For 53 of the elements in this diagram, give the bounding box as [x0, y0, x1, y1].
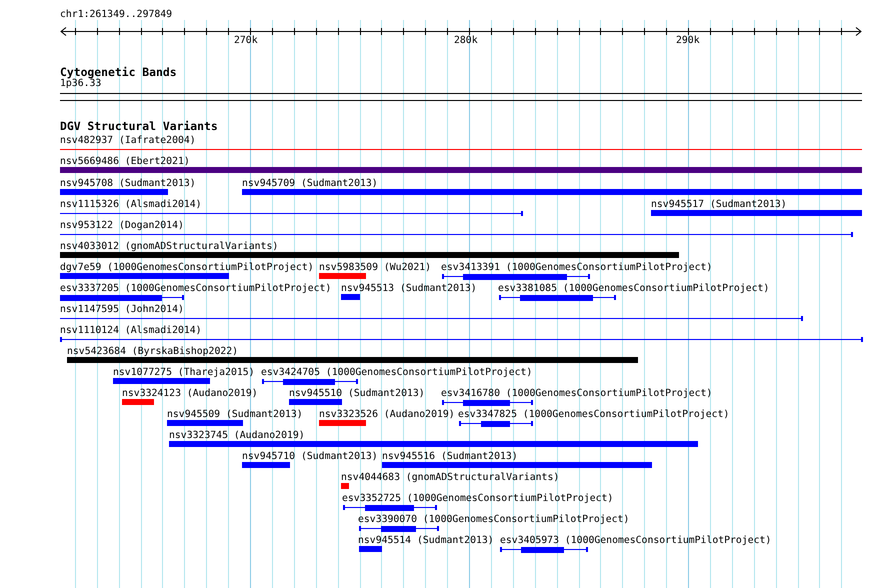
variant-feature [60, 325, 862, 343]
feature-label: esv3390070 (1000GenomesConsortiumPilotProject) [358, 514, 630, 525]
feature-label: esv3337205 (1000GenomesConsortiumPilotProject) [60, 283, 332, 294]
feature-label: nsv5983509 (Wu2021) [319, 262, 432, 273]
feature-label: esv3424705 (1000GenomesConsortiumPilotProject) [261, 367, 532, 378]
variant-feature [67, 346, 638, 364]
feature-label: esv3347825 (1000GenomesConsortiumPilotProject) [458, 409, 730, 420]
feature-label: nsv945708 (Sudmant2013) [60, 178, 196, 189]
track-heading: Cytogenetic Bands [60, 67, 177, 78]
variant-feature [60, 199, 522, 217]
feature-label: nsv4044683 (gnomADStructuralVariants) [341, 472, 560, 483]
cytoband [60, 78, 862, 103]
feature-label: nsv953122 (Dogan2014) [60, 220, 184, 231]
band-label: 1p36.33 [60, 78, 102, 89]
feature-label: nsv3323745 (Audano2019) [169, 430, 305, 441]
feature-label: nsv945709 (Sudmant2013) [242, 178, 378, 189]
feature-label: nsv945510 (Sudmant2013) [289, 388, 425, 399]
feature-label: nsv1147595 (John2014) [60, 304, 184, 315]
tick-label: 270k [234, 35, 258, 46]
feature-label: nsv945509 (Sudmant2013) [167, 409, 303, 420]
variant-feature [382, 451, 652, 469]
feature-label: nsv3324123 (Audano2019) [122, 388, 258, 399]
feature-label: nsv482937 (Iafrate2004) [60, 135, 196, 146]
feature-label: esv3352725 (1000GenomesConsortiumPilotProject) [342, 493, 614, 504]
feature-label: nsv1077275 (Thareja2015) [113, 367, 255, 378]
feature-label: nsv1115326 (Alsmadi2014) [60, 199, 202, 210]
variant-feature [651, 199, 862, 217]
tick-label: 280k [454, 35, 478, 46]
feature-label: esv3405973 (1000GenomesConsortiumPilotProject) [500, 535, 772, 546]
variant-feature [60, 135, 862, 153]
variant-feature [242, 178, 862, 196]
variant-feature [60, 241, 679, 259]
feature-label: nsv3323526 (Audano2019) [319, 409, 455, 420]
variant-feature [60, 156, 862, 174]
feature-label: esv3416780 (1000GenomesConsortiumPilotProject) [441, 388, 712, 399]
variant-feature [60, 220, 852, 238]
variant-feature [60, 304, 802, 322]
variant-feature [169, 430, 698, 448]
feature-label: esv3381085 (1000GenomesConsortiumPilotProject) [498, 283, 770, 294]
tick-label: 290k [676, 35, 700, 46]
feature-label: esv3413391 (1000GenomesConsortiumPilotProject) [441, 262, 712, 273]
feature-label: nsv4033012 (gnomADStructuralVariants) [60, 241, 278, 252]
feature-label: nsv1110124 (Alsmadi2014) [60, 325, 202, 336]
feature-label: nsv945513 (Sudmant2013) [341, 283, 477, 294]
feature-label: dgv7e59 (1000GenomesConsortiumPilotProject) [60, 262, 314, 273]
feature-label: nsv5669486 (Ebert2021) [60, 156, 190, 167]
feature-label: nsv945516 (Sudmant2013) [382, 451, 518, 462]
locus-label: chr1:261349..297849 [60, 9, 172, 20]
feature-label: nsv945514 (Sudmant2013) [358, 535, 494, 546]
feature-label: nsv945517 (Sudmant2013) [651, 199, 787, 210]
feature-label: nsv5423684 (ByrskaBishop2022) [67, 346, 238, 357]
feature-label: nsv945710 (Sudmant2013) [242, 451, 378, 462]
track-heading: DGV Structural Variants [60, 121, 218, 132]
